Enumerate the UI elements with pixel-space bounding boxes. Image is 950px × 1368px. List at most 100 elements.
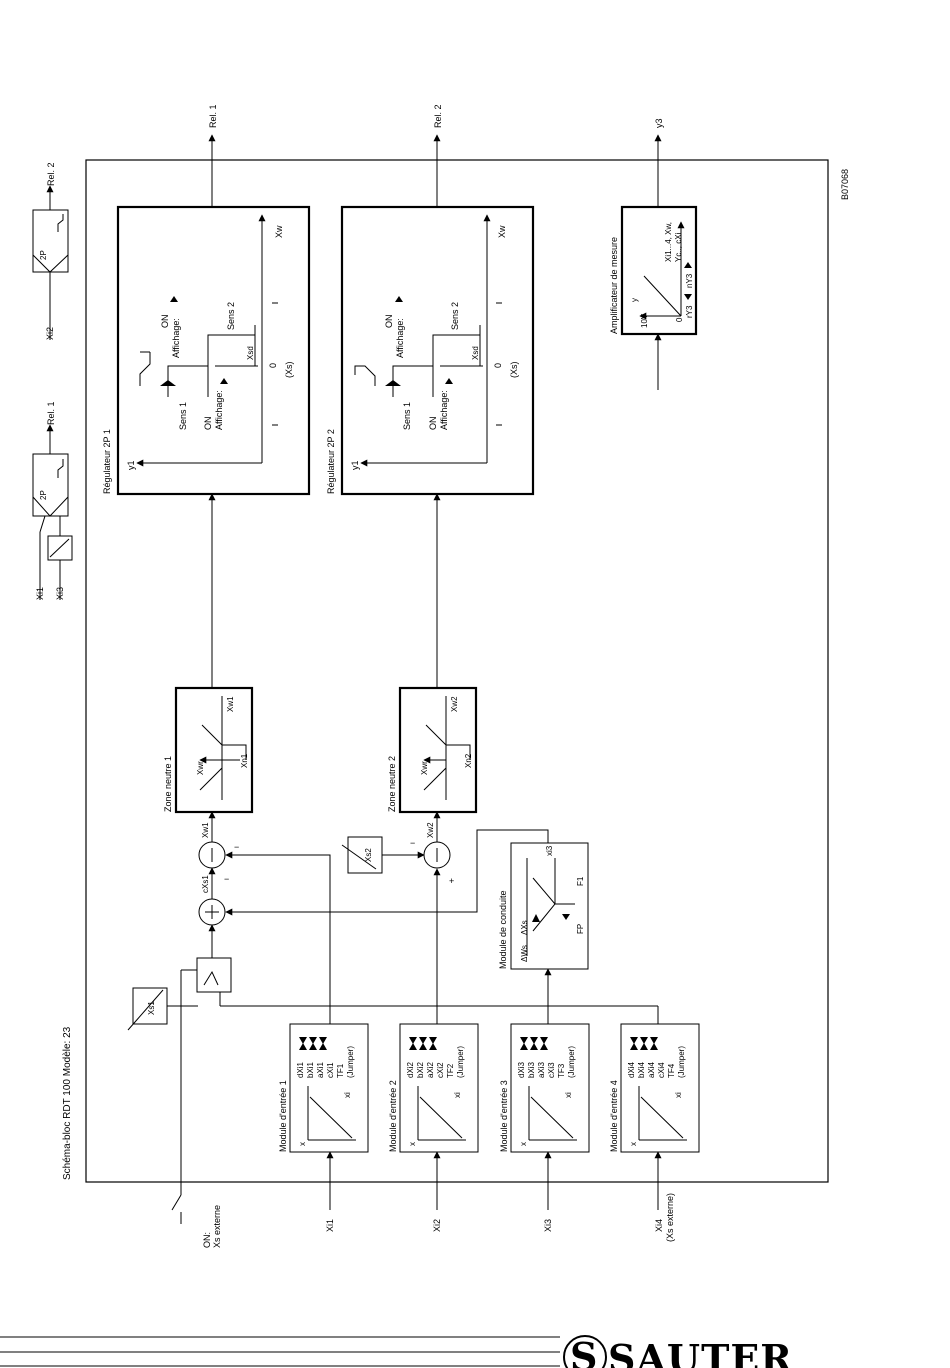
svg-text:(Xs): (Xs) <box>509 362 519 379</box>
external-switch: ON: Xs externe <box>171 1182 222 1248</box>
svg-text:Xn2: Xn2 <box>464 753 473 768</box>
svg-text:Xw2: Xw2 <box>450 696 459 712</box>
input-module-2: Module d'entrée 2 x xi dXi2 bXi2 aXi2 cX… <box>388 1023 479 1210</box>
svg-text:Rel. 1: Rel. 1 <box>46 401 56 425</box>
svg-text:ON: ON <box>203 417 213 431</box>
svg-text:dXi4: dXi4 <box>627 1061 636 1078</box>
svg-text:TF2: TF2 <box>446 1063 455 1078</box>
svg-text:ON: ON <box>428 417 438 431</box>
input-xi3: Xi3 <box>543 1219 553 1232</box>
svg-text:Xi1...4, Xw,: Xi1...4, Xw, <box>664 222 673 262</box>
svg-text:Module d'entrée 4: Module d'entrée 4 <box>609 1080 619 1152</box>
regulator-2p-1: Régulateur 2P 1 Xw y1 0 (Xs) Xsd Sens 1 … <box>102 205 311 496</box>
svg-text:0: 0 <box>268 363 278 368</box>
svg-text:aXi2: aXi2 <box>426 1061 435 1078</box>
figure-code: B07068 <box>840 169 850 200</box>
svg-text:xi: xi <box>343 1092 352 1098</box>
svg-text:Xi2: Xi2 <box>45 327 55 340</box>
svg-text:Xi3: Xi3 <box>55 587 65 600</box>
sauter-logo: S SAUTER <box>563 1334 793 1368</box>
svg-text:Zone neutre 2: Zone neutre 2 <box>387 756 397 812</box>
guide-module: Module de conduite ΔWs ΔXs FP F1 xi3 <box>225 829 589 1024</box>
svg-text:2P: 2P <box>39 250 48 260</box>
svg-text:aXi3: aXi3 <box>537 1061 546 1078</box>
svg-text:Module d'entrée 1: Module d'entrée 1 <box>278 1080 288 1152</box>
svg-text:x: x <box>519 1142 528 1146</box>
svg-text:Amplificateur de mesure: Amplificateur de mesure <box>609 237 619 334</box>
svg-text:xi: xi <box>674 1092 683 1098</box>
svg-text:−: − <box>410 838 415 848</box>
svg-text:(Jumper): (Jumper) <box>567 1046 576 1078</box>
svg-text:Xw: Xw <box>497 225 507 238</box>
legend-2p-block-2: 2P Rel. 2 Xi2 <box>32 162 69 340</box>
svg-text:bXi3: bXi3 <box>527 1061 536 1078</box>
svg-text:0: 0 <box>675 317 684 322</box>
junction-plus: cXs1 <box>198 867 226 926</box>
svg-text:Régulateur 2P 1: Régulateur 2P 1 <box>102 429 112 494</box>
svg-text:Module d'entrée 2: Module d'entrée 2 <box>388 1080 398 1152</box>
svg-text:Xsd: Xsd <box>471 346 480 360</box>
svg-text:cXs1: cXs1 <box>201 875 210 893</box>
input-xi4: Xi4 <box>654 1219 664 1232</box>
svg-text:y1: y1 <box>350 460 360 470</box>
svg-text:Sens 1: Sens 1 <box>402 402 412 430</box>
footer-rules <box>0 1336 560 1367</box>
svg-text:Régulateur 2P 2: Régulateur 2P 2 <box>326 429 336 494</box>
svg-text:bXi2: bXi2 <box>416 1061 425 1078</box>
svg-text:10V: 10V <box>640 313 649 328</box>
svg-text:TF1: TF1 <box>336 1063 345 1078</box>
svg-text:TF3: TF3 <box>557 1063 566 1078</box>
svg-text:(Jumper): (Jumper) <box>456 1046 465 1078</box>
svg-text:y: y <box>630 298 639 302</box>
input-module-4: Module d'entrée 4 x xi dXi4 bXi4 aXi4 cX… <box>609 1006 700 1210</box>
svg-text:Xw2: Xw2 <box>426 822 435 838</box>
svg-text:x: x <box>629 1142 638 1146</box>
svg-text:Rel. 2: Rel. 2 <box>46 162 56 186</box>
input-module-1: Module d'entrée 1 x xi dXi1 bXi1 aXi1 cX… <box>278 1023 369 1210</box>
svg-text:ON:: ON: <box>202 1232 212 1248</box>
svg-text:cXi4: cXi4 <box>657 1062 666 1078</box>
svg-text:aXi1: aXi1 <box>316 1061 325 1078</box>
svg-text:Affichage:: Affichage: <box>439 390 449 430</box>
svg-text:y1: y1 <box>126 460 136 470</box>
svg-text:+: + <box>449 876 454 886</box>
svg-text:S: S <box>570 1334 598 1368</box>
junction-minus-2: Xw2 − + <box>410 811 454 886</box>
svg-text:(Jumper): (Jumper) <box>677 1046 686 1078</box>
svg-text:ΔWs: ΔWs <box>520 945 529 962</box>
svg-text:Xw1: Xw1 <box>226 696 235 712</box>
svg-text:bXi1: bXi1 <box>306 1061 315 1078</box>
svg-text:−: − <box>234 842 239 852</box>
svg-text:Affichage:: Affichage: <box>171 318 181 358</box>
junction-minus-1: Xw1 − − <box>198 811 239 884</box>
svg-text:xi3: xi3 <box>545 845 554 856</box>
svg-text:Module d'entrée 3: Module d'entrée 3 <box>499 1080 509 1152</box>
svg-text:Xw1: Xw1 <box>201 822 210 838</box>
svg-text:rY3: rY3 <box>685 305 694 318</box>
svg-text:SAUTER: SAUTER <box>608 1336 793 1368</box>
input-xi4-note: (Xs externe) <box>665 1193 675 1242</box>
svg-text:bXi4: bXi4 <box>637 1061 646 1078</box>
svg-text:Sens 2: Sens 2 <box>226 302 236 330</box>
svg-text:dXi3: dXi3 <box>517 1061 526 1078</box>
svg-text:Xwr: Xwr <box>420 761 429 775</box>
svg-text:Xs2: Xs2 <box>364 848 373 862</box>
output-rel1: Rel. 1 <box>208 104 218 128</box>
svg-text:Module de conduite: Module de conduite <box>498 890 508 969</box>
svg-text:x: x <box>408 1142 417 1146</box>
svg-text:dXi2: dXi2 <box>406 1061 415 1078</box>
neutral-zone-2: Zone neutre 2 Xwr Xn2 Xw2 <box>387 686 478 814</box>
setpoint-xs1: Xs1 <box>127 924 658 1182</box>
svg-text:FP: FP <box>576 924 585 934</box>
svg-text:ΔXs: ΔXs <box>520 920 529 935</box>
svg-text:xi: xi <box>453 1092 462 1098</box>
setpoint-xs2: Xs2 <box>341 836 425 874</box>
svg-text:(Xs): (Xs) <box>284 362 294 379</box>
svg-text:cXi1: cXi1 <box>326 1062 335 1078</box>
input-xi1: Xi1 <box>325 1219 335 1232</box>
svg-text:aXi4: aXi4 <box>647 1061 656 1078</box>
svg-text:0: 0 <box>493 363 503 368</box>
svg-text:Affichage:: Affichage: <box>214 390 224 430</box>
svg-text:dXi1: dXi1 <box>296 1061 305 1078</box>
